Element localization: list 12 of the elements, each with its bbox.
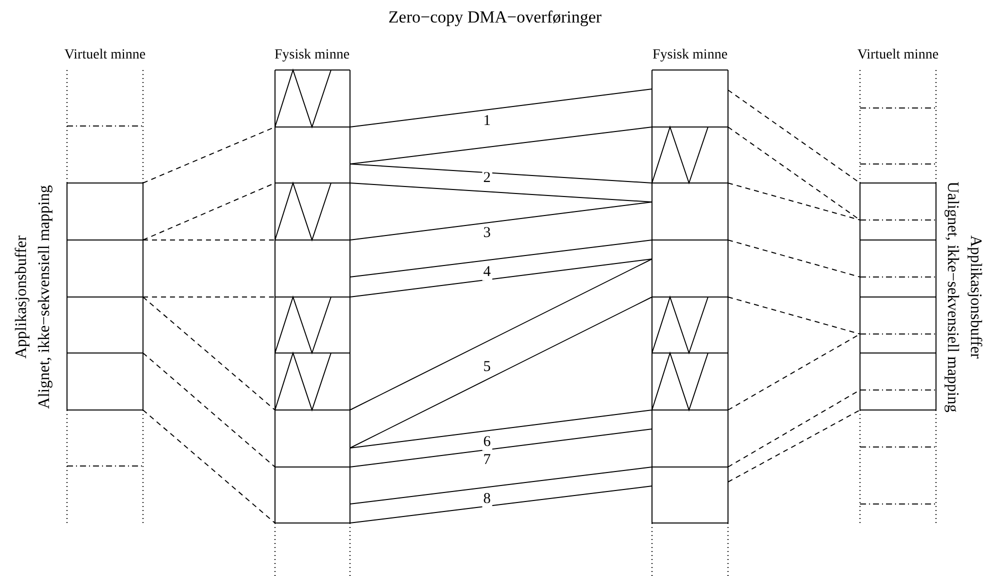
transfer-number: 6: [482, 434, 492, 450]
side-label: Applikasjonsbuffer: [13, 235, 31, 359]
side-label: Ualignet, ikke−sekvensiell mapping: [943, 182, 961, 412]
side-label: Alignet, ikke−sekvensiell mapping: [36, 185, 54, 409]
column-heading: Fysisk minne: [652, 47, 728, 63]
transfer-number: 8: [482, 490, 492, 508]
column-heading: Fysisk minne: [274, 47, 350, 63]
side-label: Applikasjonsbuffer: [966, 235, 984, 359]
column-heading: Virtuelt minne: [64, 47, 146, 63]
transfer-number: 4: [482, 264, 492, 280]
diagram-title: Zero−copy DMA−overføringer: [388, 8, 602, 28]
column-heading: Virtuelt minne: [857, 47, 939, 63]
